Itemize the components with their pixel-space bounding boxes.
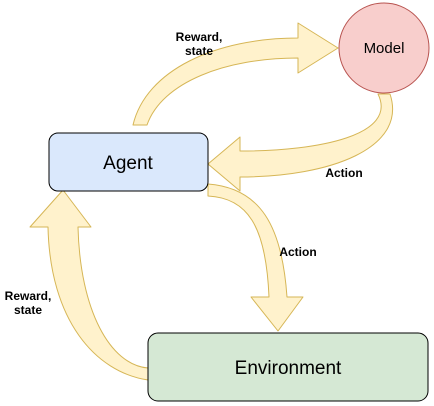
model-node[interactable] [338, 2, 430, 94]
label-agent-to-environment: Action [279, 245, 316, 259]
arrow-model-to-agent[interactable] [207, 93, 393, 192]
label-environment-to-agent-line1: Reward, [5, 289, 52, 303]
arrow-agent-to-model[interactable] [132, 22, 339, 126]
environment-label: Environment [235, 358, 342, 379]
environment-node[interactable] [147, 332, 429, 402]
arrow-agent-to-environment[interactable] [207, 183, 304, 332]
agent-node[interactable] [48, 132, 209, 192]
label-environment-to-agent-line2: state [14, 303, 42, 317]
label-model-to-agent: Action [325, 166, 362, 180]
label-agent-to-model-line1: Reward, [176, 30, 223, 44]
label-agent-to-model-line2: state [185, 44, 213, 58]
model-label: Model [364, 40, 405, 57]
arrow-environment-to-agent[interactable] [29, 189, 149, 381]
agent-label: Agent [103, 153, 153, 174]
